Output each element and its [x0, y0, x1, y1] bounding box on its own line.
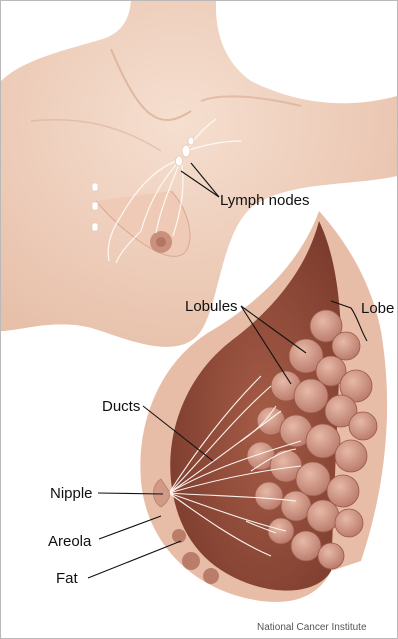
credit-text: National Cancer Institute — [257, 623, 367, 633]
label-lobules: Lobules — [185, 299, 238, 314]
label-fat: Fat — [56, 571, 78, 586]
label-lymph-nodes: Lymph nodes — [220, 193, 310, 208]
label-lobe: Lobe — [361, 301, 394, 316]
label-nipple: Nipple — [50, 486, 93, 501]
label-ducts: Ducts — [102, 399, 140, 414]
label-areola: Areola — [48, 534, 91, 549]
